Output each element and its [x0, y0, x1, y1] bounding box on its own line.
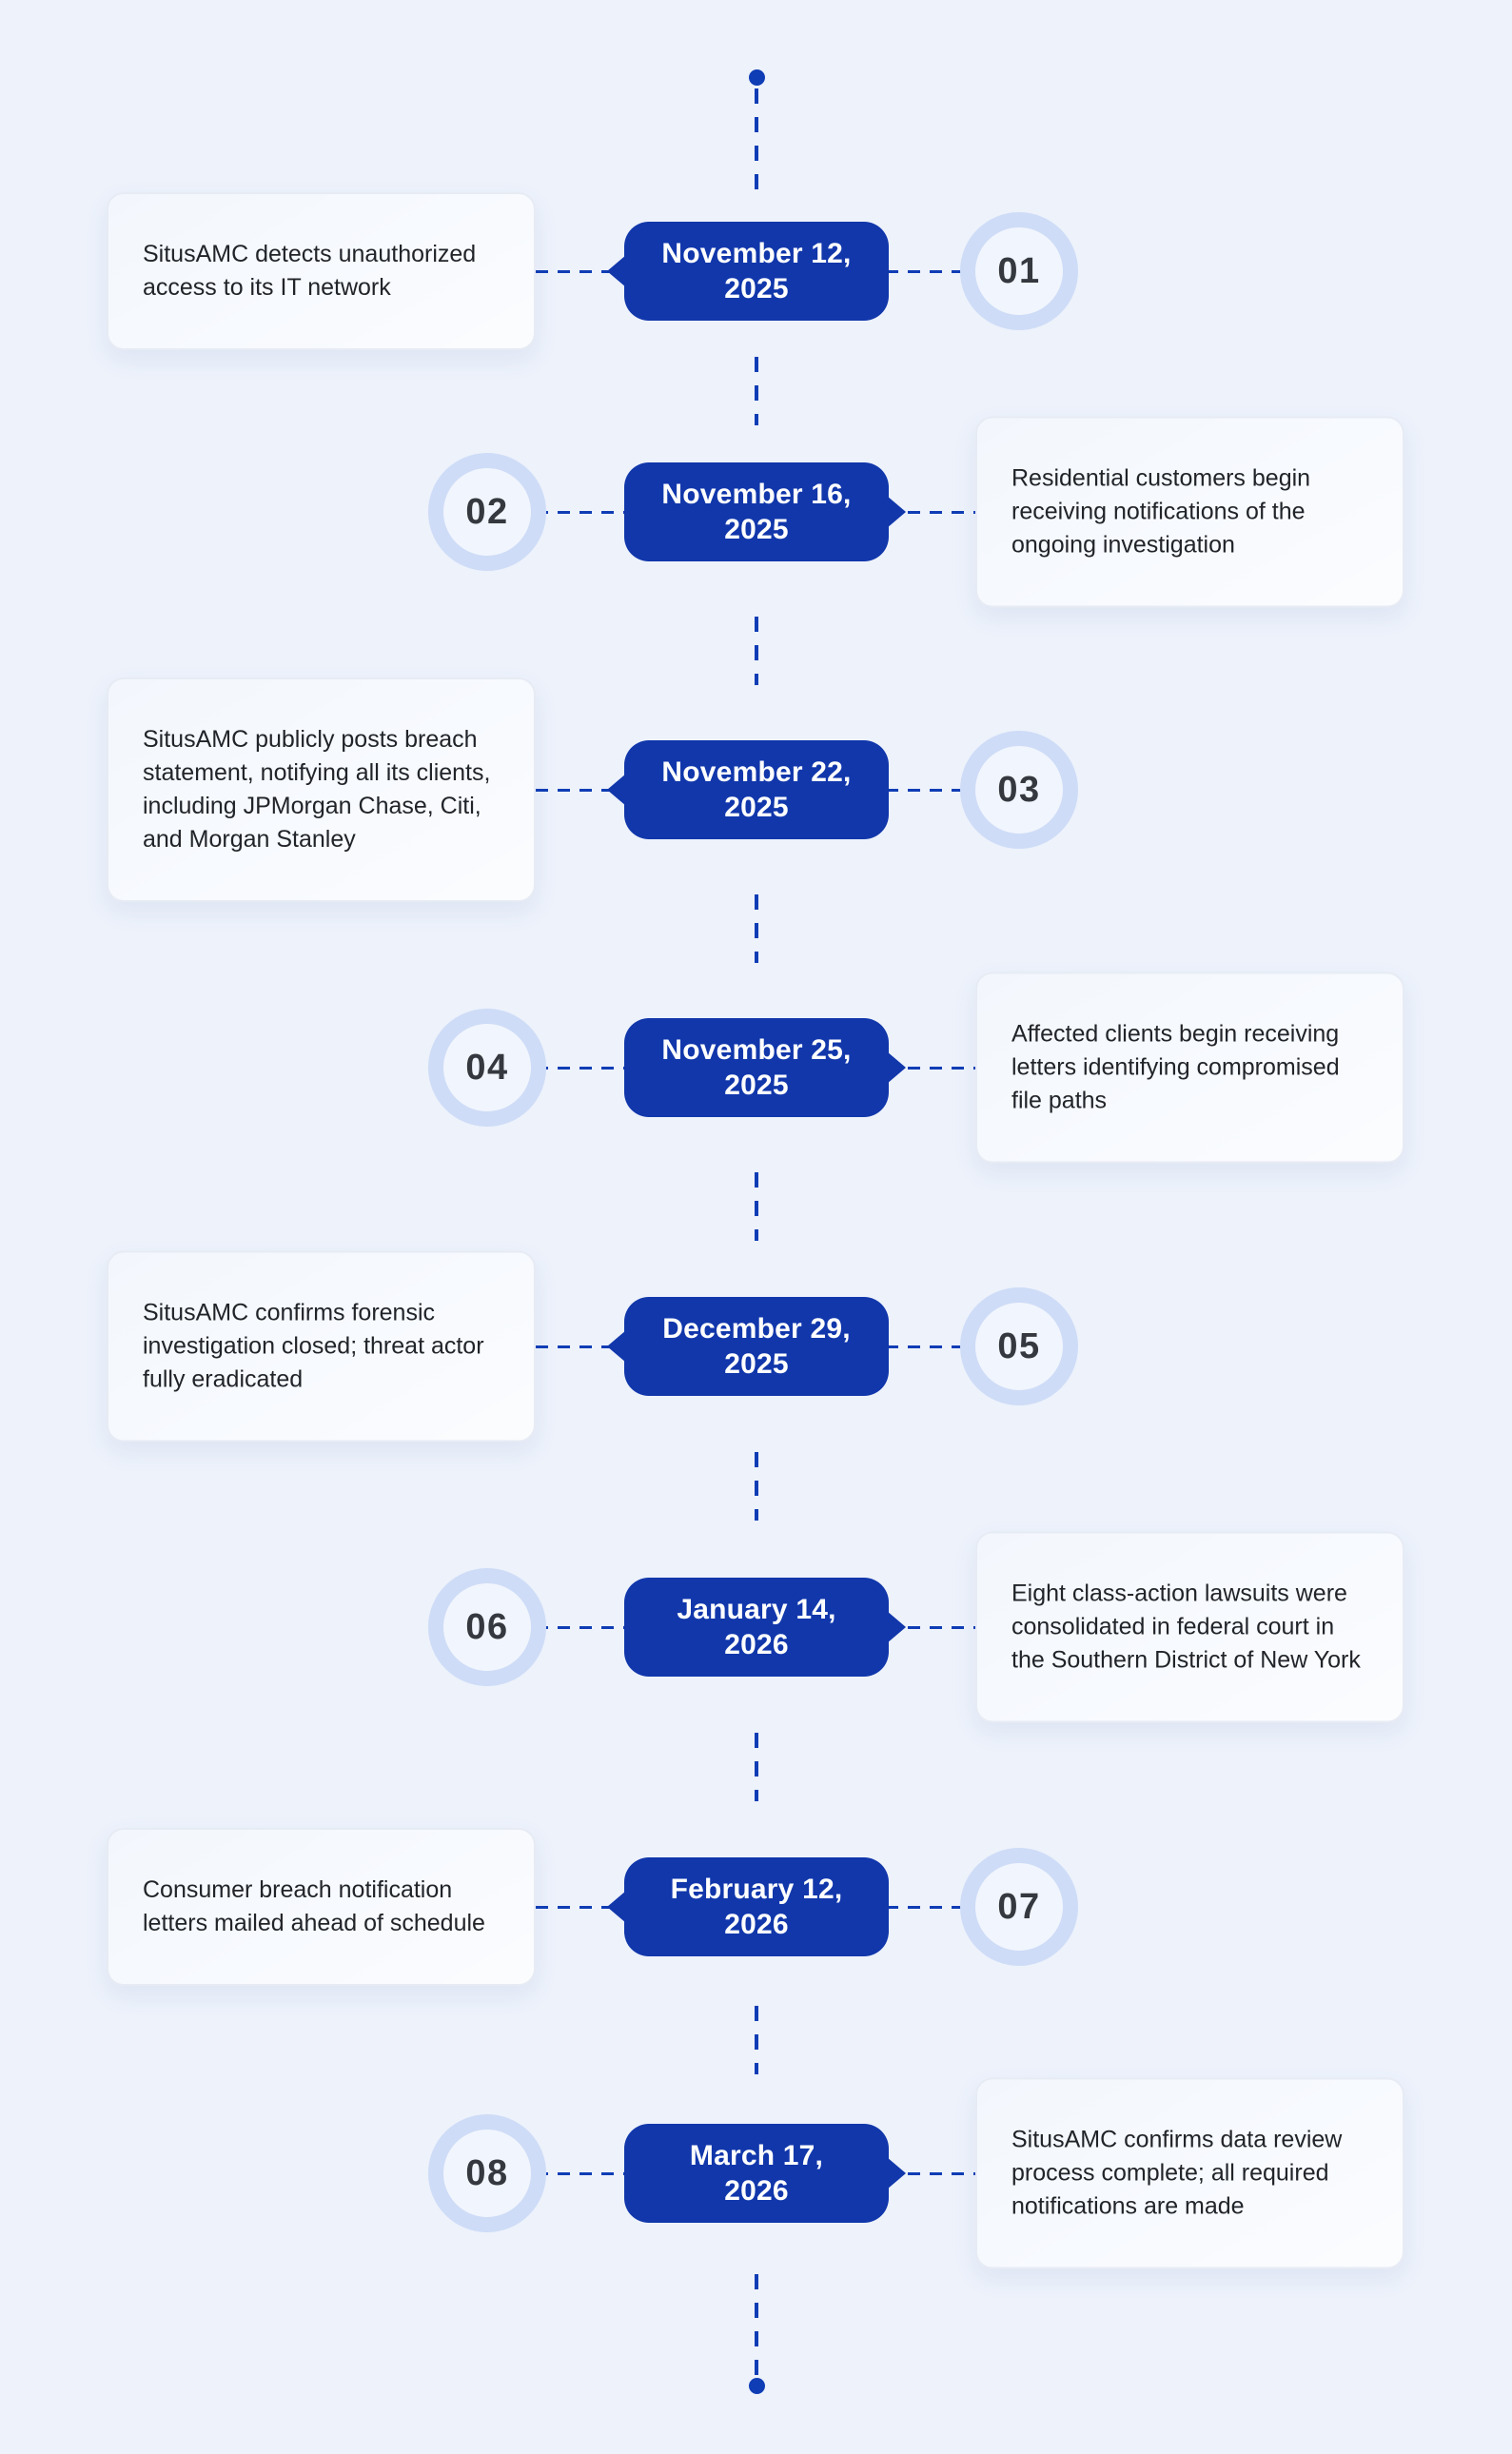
event-card: Consumer breach notification letters mai…	[107, 1828, 536, 1986]
step-number-badge: 03	[960, 731, 1078, 849]
event-description: SitusAMC detects unauthorized access to …	[143, 241, 477, 301]
event-description: SitusAMC confirms data review process co…	[1011, 2126, 1343, 2220]
timeline-spine-segment	[755, 357, 758, 425]
event-description: Eight class-action lawsuits were consoli…	[1011, 1580, 1361, 1674]
event-card: Affected clients begin receiving letters…	[975, 972, 1404, 1164]
date-pill: November 12, 2025	[607, 222, 889, 321]
event-card: SitusAMC confirms data review process co…	[975, 2077, 1404, 2269]
pill-tail	[607, 255, 626, 287]
pill-tail	[887, 1611, 906, 1643]
pill-tail	[887, 1051, 906, 1084]
date-pill: November 22, 2025	[607, 740, 889, 839]
date-line-2: 2026	[724, 2175, 789, 2207]
event-description: Consumer breach notification letters mai…	[143, 1876, 485, 1936]
pill-tail	[607, 774, 626, 806]
step-number-badge: 08	[428, 2114, 546, 2232]
step-number-badge: 04	[428, 1009, 546, 1127]
timeline-start-dot	[749, 69, 765, 86]
step-number-badge: 01	[960, 212, 1078, 330]
pill-tail	[607, 1330, 626, 1363]
event-description: SitusAMC confirms forensic investigation…	[143, 1299, 484, 1393]
step-number: 03	[997, 769, 1041, 810]
date-line-2: 2025	[724, 1348, 789, 1380]
event-card: SitusAMC confirms forensic investigation…	[107, 1250, 536, 1443]
event-description: Residential customers begin receiving no…	[1011, 464, 1311, 559]
step-number: 07	[997, 1886, 1041, 1927]
step-number: 02	[465, 491, 509, 532]
event-card: SitusAMC publicly posts breach statement…	[107, 677, 536, 902]
event-description: SitusAMC publicly posts breach statement…	[143, 726, 491, 853]
step-number: 01	[997, 250, 1041, 291]
date-line-1: January 14,	[677, 1594, 836, 1625]
date-line-2: 2026	[724, 1629, 789, 1660]
date-line-2: 2025	[724, 792, 789, 823]
step-number: 08	[465, 2152, 509, 2193]
step-number-badge: 07	[960, 1848, 1078, 1966]
date-line-1: November 16,	[661, 479, 852, 510]
step-number-badge: 05	[960, 1287, 1078, 1405]
date-pill: December 29, 2025	[607, 1297, 889, 1396]
step-number: 04	[465, 1047, 509, 1088]
step-number: 05	[997, 1325, 1041, 1366]
step-number-badge: 02	[428, 453, 546, 571]
timeline-spine-segment	[755, 1733, 758, 1801]
pill-tail	[887, 496, 906, 528]
date-line-2: 2026	[724, 1909, 789, 1940]
timeline-spine-segment	[755, 2006, 758, 2074]
date-line-1: February 12,	[670, 1874, 843, 1905]
pill-tail	[887, 2157, 906, 2189]
date-line-2: 2025	[724, 273, 789, 304]
pill-tail	[607, 1891, 626, 1923]
timeline-spine-segment	[755, 1172, 758, 1241]
date-line-1: March 17,	[689, 2140, 824, 2171]
event-card: SitusAMC detects unauthorized access to …	[107, 192, 536, 350]
timeline-spine-segment	[755, 617, 758, 685]
timeline-spine-segment	[755, 2274, 758, 2377]
step-number: 06	[465, 1606, 509, 1647]
timeline-spine-segment	[755, 894, 758, 963]
date-line-1: November 25,	[661, 1034, 852, 1066]
timeline-spine-segment	[755, 88, 758, 195]
date-pill: November 16, 2025	[624, 462, 906, 561]
timeline-end-dot	[749, 2378, 765, 2394]
step-number-badge: 06	[428, 1568, 546, 1686]
date-line-1: November 22,	[661, 756, 852, 788]
date-pill: March 17, 2026	[624, 2124, 906, 2223]
date-pill: January 14, 2026	[624, 1578, 906, 1677]
timeline-spine-segment	[755, 1452, 758, 1521]
event-card: Eight class-action lawsuits were consoli…	[975, 1531, 1404, 1723]
event-card: Residential customers begin receiving no…	[975, 416, 1404, 608]
date-pill: February 12, 2026	[607, 1857, 889, 1956]
date-line-2: 2025	[724, 1070, 789, 1101]
date-line-1: November 12,	[661, 238, 852, 269]
date-pill: November 25, 2025	[624, 1018, 906, 1117]
event-description: Affected clients begin receiving letters…	[1011, 1020, 1340, 1114]
date-line-2: 2025	[724, 514, 789, 545]
date-line-1: December 29,	[662, 1313, 851, 1345]
